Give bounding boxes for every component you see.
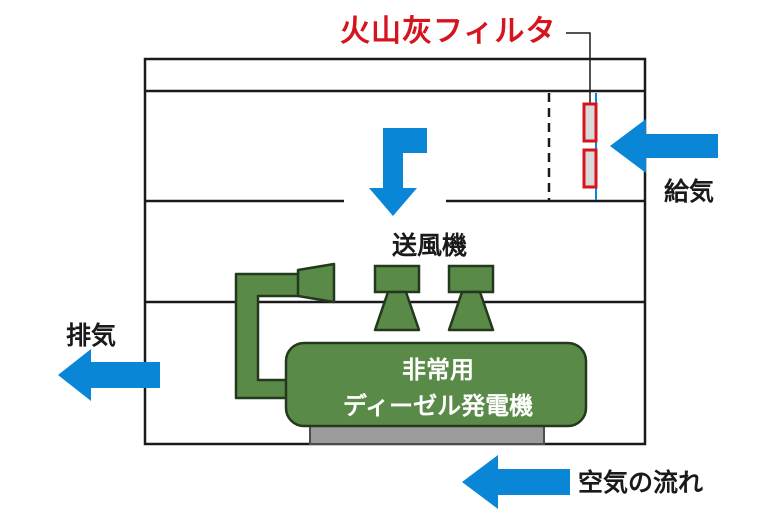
generator-body — [284, 341, 588, 428]
filter-label: 火山灰フィルタ — [340, 14, 557, 49]
generator-label: 非常用 ディーゼル発電機 — [298, 352, 578, 424]
fan-label: 送風機 — [392, 231, 468, 260]
supply-arrow-icon — [610, 119, 718, 173]
filter-leader-line — [566, 32, 591, 104]
generator-label-line1: 非常用 — [402, 356, 474, 384]
filter-lower — [582, 148, 598, 189]
exhaust-label: 排気 — [66, 321, 117, 350]
fan-arrow-icon — [369, 128, 427, 216]
airflow-legend-label: 空気の流れ — [578, 468, 704, 497]
fan-unit-1 — [373, 264, 421, 332]
airflow-legend-arrow-icon — [462, 455, 570, 509]
supply-air-label: 給気 — [664, 177, 715, 206]
exhaust-arrow-icon — [58, 349, 160, 401]
fan-unit-2 — [447, 264, 495, 332]
generator-label-line2: ディーゼル発電機 — [342, 392, 534, 420]
exhaust-funnel — [296, 262, 336, 304]
filter-upper — [582, 102, 598, 143]
